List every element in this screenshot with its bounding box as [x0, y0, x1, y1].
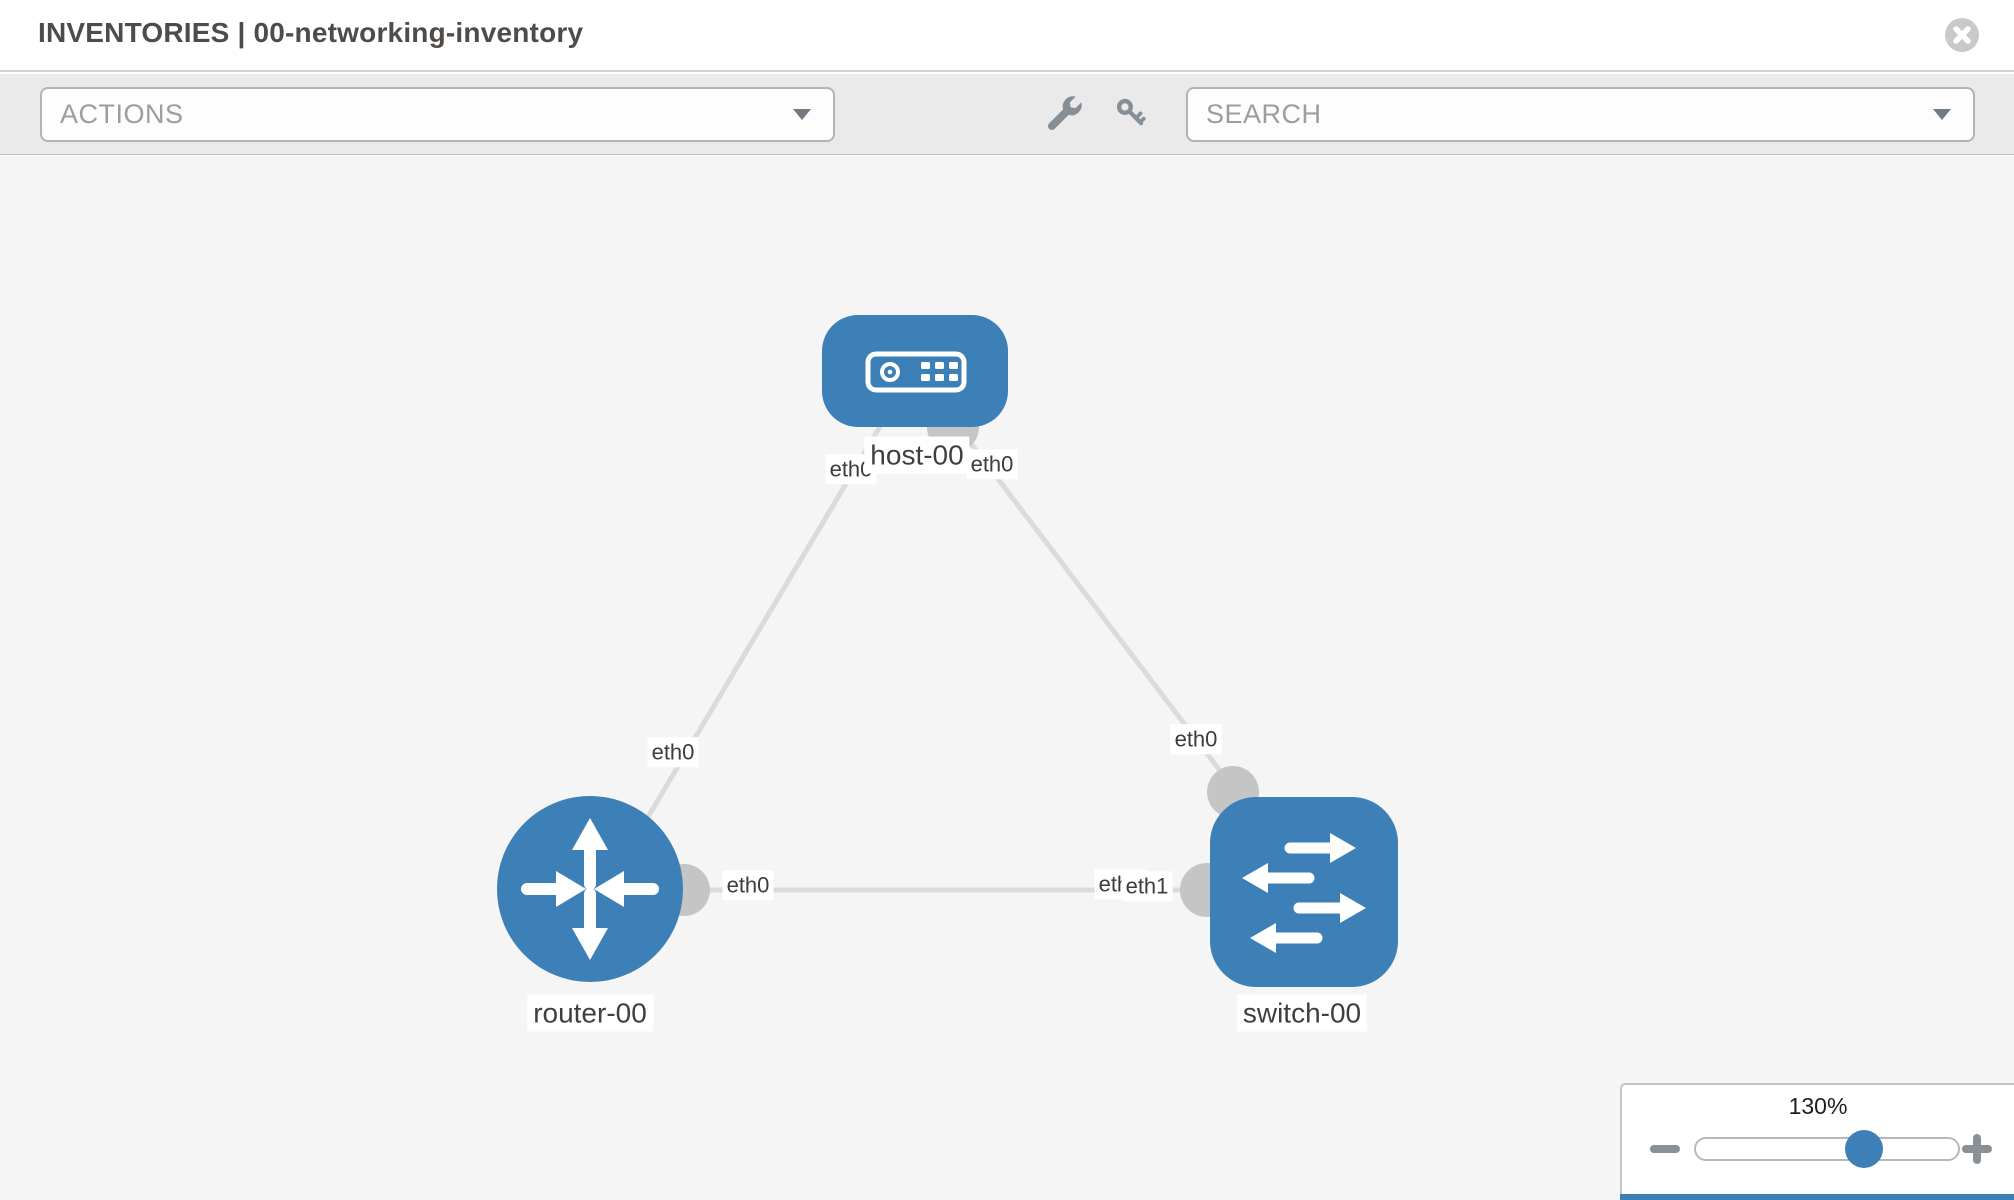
header: INVENTORIES | 00-networking-inventory: [0, 0, 2014, 72]
host-icon: [865, 351, 967, 393]
zoom-panel: 130%: [1620, 1083, 2014, 1200]
node-label-host-00: host-00: [864, 436, 970, 474]
actions-dropdown[interactable]: ACTIONS: [40, 87, 835, 142]
zoom-slider-thumb[interactable]: [1844, 1130, 1883, 1168]
node-label-router-00: router-00: [527, 994, 653, 1032]
interface-label: eth0: [1170, 724, 1222, 754]
node-router-00[interactable]: [497, 796, 683, 982]
bottom-accent-bar: [1620, 1194, 2014, 1200]
page-title: INVENTORIES | 00-networking-inventory: [38, 17, 584, 48]
router-icon: [521, 818, 659, 960]
search-dropdown-label: SEARCH: [1206, 99, 1322, 129]
node-switch-00[interactable]: [1210, 797, 1398, 987]
zoom-out-button[interactable]: [1650, 1145, 1680, 1153]
close-icon: [1945, 18, 1979, 52]
interface-label: eth0: [647, 737, 699, 767]
credentials-button[interactable]: [1112, 94, 1152, 134]
search-dropdown[interactable]: SEARCH: [1186, 87, 1975, 142]
interface-label: eth1: [1121, 871, 1173, 901]
node-host-00[interactable]: [822, 315, 1008, 427]
switch-icon: [1242, 833, 1366, 953]
interface-label: eth0: [966, 449, 1018, 479]
key-icon: [1116, 98, 1146, 126]
zoom-slider-track[interactable]: [1694, 1130, 1960, 1168]
chevron-down-icon: [1933, 109, 1951, 120]
topology-canvas[interactable]: eth0 host-00 eth0 eth0 eth0 eth0 eth1 et…: [0, 156, 2014, 1200]
zoom-level-value: 130%: [1788, 1093, 1848, 1119]
wrench-icon: [1048, 96, 1082, 130]
chevron-down-icon: [793, 109, 811, 120]
configure-button[interactable]: [1044, 94, 1084, 134]
close-button[interactable]: [1944, 17, 1980, 53]
zoom-in-button[interactable]: [1962, 1134, 1992, 1164]
toolbar: ACTIONS SEARCH: [0, 74, 2014, 155]
node-label-switch-00: switch-00: [1236, 994, 1368, 1032]
interface-label: eth0: [722, 870, 774, 900]
actions-dropdown-label: ACTIONS: [60, 99, 184, 129]
zoom-slider: [1622, 1129, 2014, 1169]
